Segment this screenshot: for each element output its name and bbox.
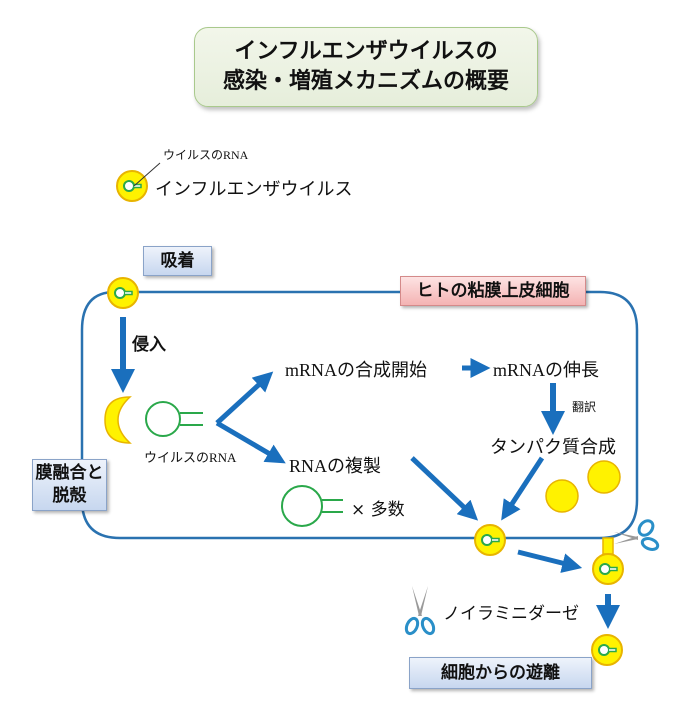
translation-label: 翻訳 [572,400,597,414]
protein-particle-1 [545,479,579,513]
replicated-rna-icon [281,485,343,527]
stage-entry: 侵入 [132,335,166,355]
legend-rna-label: ウイルスのRNA [163,148,249,162]
many-copies-label: × 多数 [351,500,405,520]
legend-virus-icon [116,170,148,202]
adsorbed-virus-icon [107,277,139,309]
viral-rna-label: ウイルスのRNA [144,450,237,465]
protein-particle-2 [587,460,621,494]
scissors-cutting-icon [614,519,660,551]
stage-adsorption: 吸着 [143,246,212,276]
stage-release: 細胞からの遊離 [409,657,592,689]
budding-stalk [602,537,614,555]
arrow-to-replication [215,420,286,464]
title-line-2: 感染・増殖メカニズムの概要 [222,69,509,94]
assembled-virus-icon [474,524,506,556]
mrna-elongation: mRNAの伸長 [493,360,600,380]
title-line-1: インフルエンザウイルスの [234,39,498,64]
released-virus-icon [591,634,623,666]
budding-arrow [517,549,583,573]
cell-membrane [80,290,639,540]
budding-virus-icon [592,553,624,585]
arrow-to-mrna [215,371,274,425]
capsid-shell-icon [104,396,132,444]
stage-host-cell: ヒトの粘膜上皮細胞 [400,276,586,306]
mrna-synthesis-start: mRNAの合成開始 [285,360,428,380]
protein-synthesis: タンパク質合成 [490,437,616,458]
neuraminidase-label: ノイラミニダーゼ [443,604,579,624]
fusion-line-2: 脱殻 [52,486,87,506]
arrow-protein-to-assembly [501,456,545,521]
fusion-line-1: 膜融合と [35,463,104,483]
viral-rna-icon [145,401,203,437]
rna-replication: RNAの複製 [289,456,382,476]
arrow-replication-to-assembly [410,456,479,521]
legend-pointer-line [133,162,161,187]
diagram-title: インフルエンザウイルスの 感染・増殖メカニズムの概要 [194,27,538,107]
stage-fusion-uncoating: 膜融合と 脱殻 [32,459,107,511]
legend-virus-label: インフルエンザウイルス [155,179,353,200]
neuraminidase-scissors-icon [404,586,436,636]
